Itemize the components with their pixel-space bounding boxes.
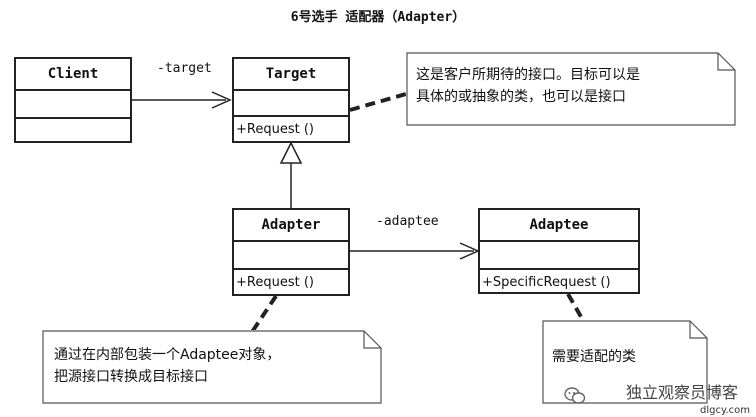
adapter-class-name: Adapter <box>234 210 348 242</box>
target-note-text: 这是客户所期待的接口。目标可以是 具体的或抽象的类，也可以是接口 <box>416 64 722 108</box>
client-attributes <box>16 91 130 119</box>
target-attributes <box>234 91 348 117</box>
client-class: Client <box>14 57 132 143</box>
generalization-triangle <box>279 141 303 164</box>
adapter-note: 通过在内部包装一个Adaptee对象， 把源接口转换成目标接口 <box>42 330 382 404</box>
adapter-class: Adapter +Request () <box>232 208 350 296</box>
client-target-role-label: -target <box>157 61 212 76</box>
target-note-line-2: 具体的或抽象的类，也可以是接口 <box>416 89 626 105</box>
adaptee-class-name: Adaptee <box>480 210 638 242</box>
watermark-url: dlgcy.com <box>700 405 750 416</box>
adapter-note-shape <box>42 330 382 404</box>
diagram-title: 6号选手 适配器（Adapter） <box>290 10 466 25</box>
wechat-icon <box>564 387 586 404</box>
adaptee-note-anchor <box>566 293 586 323</box>
adapter-attributes <box>234 242 348 270</box>
adapter-note-anchor <box>250 294 278 334</box>
target-operation: +Request () <box>236 122 314 137</box>
adapter-note-text: 通过在内部包装一个Adaptee对象， 把源接口转换成目标接口 <box>54 344 368 388</box>
adapter-adaptee-role-label: -adaptee <box>376 214 439 229</box>
adaptee-note: 需要适配的类 <box>542 320 708 404</box>
adaptee-note-line-1: 需要适配的类 <box>552 349 636 365</box>
target-note-line-1: 这是客户所期待的接口。目标可以是 <box>416 67 640 83</box>
client-operations <box>16 119 130 143</box>
target-class: Target +Request () <box>232 57 350 143</box>
adaptee-attributes <box>480 242 638 270</box>
watermark-text: 独立观察员博客 <box>625 383 738 402</box>
client-target-arrowhead <box>211 91 232 109</box>
target-note: 这是客户所期待的接口。目标可以是 具体的或抽象的类，也可以是接口 <box>406 52 736 126</box>
adapter-note-line-2: 把源接口转换成目标接口 <box>54 369 208 385</box>
adaptee-note-shape <box>542 320 708 404</box>
target-note-anchor <box>349 92 407 112</box>
adapter-note-line-1: 通过在内部包装一个Adaptee对象， <box>54 347 281 363</box>
adaptee-class: Adaptee +SpecificRequest () <box>478 208 640 294</box>
adaptee-note-text: 需要适配的类 <box>552 346 694 368</box>
adapter-operation: +Request () <box>236 275 314 290</box>
target-note-shape <box>406 52 736 126</box>
target-class-name: Target <box>234 59 348 91</box>
client-class-name: Client <box>16 59 130 91</box>
adaptee-operation: +SpecificRequest () <box>482 275 611 290</box>
